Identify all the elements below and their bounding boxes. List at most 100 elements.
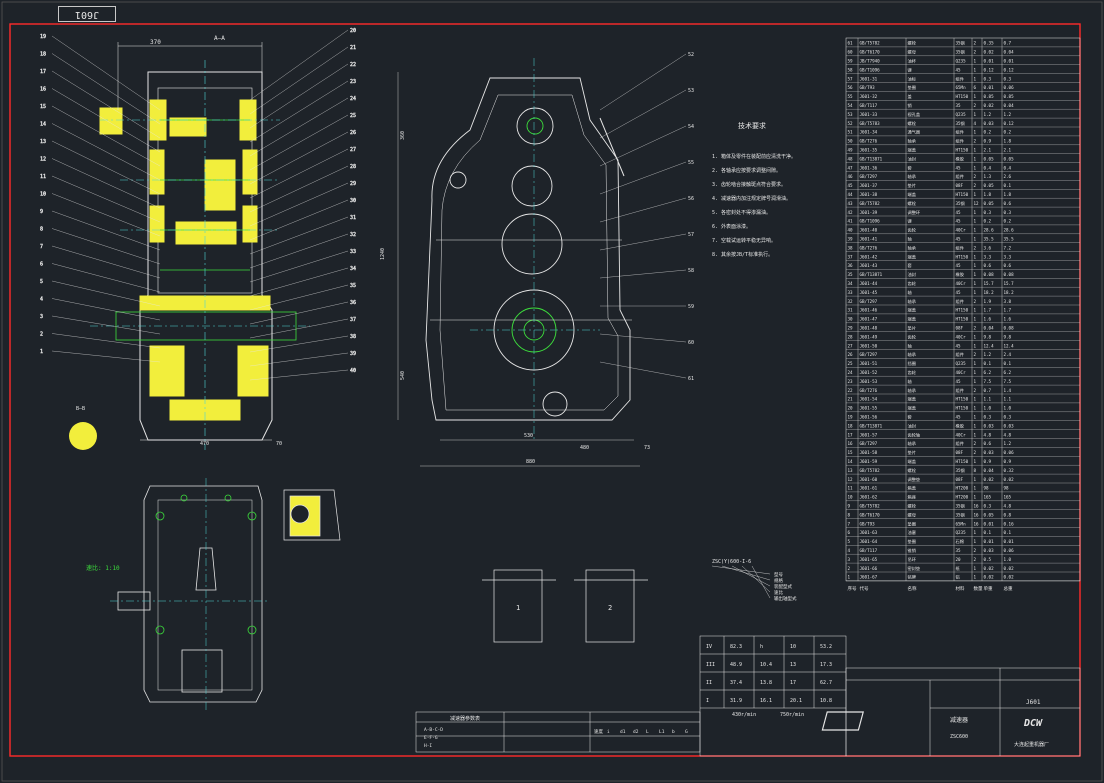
bom-cell: J601-60 <box>860 477 878 482</box>
svg-text:代号: 代号 <box>860 585 869 592</box>
bom-cell: GB/T5782 <box>860 201 881 206</box>
bom-cell: 油塞 <box>908 529 917 536</box>
top-view[interactable] <box>110 478 270 712</box>
bom-cell: 1.6 <box>1004 317 1012 322</box>
bom-cell: 组件 <box>956 173 964 180</box>
bom-cell: GB/T13871 <box>860 156 883 161</box>
bom-cell: 7.5 <box>984 379 992 384</box>
bom-cell: 39 <box>848 237 854 242</box>
bom-cell: 1 <box>974 228 977 233</box>
bom-cell: HT150 <box>956 94 969 99</box>
bom-cell: 2 <box>974 174 977 179</box>
bom-cell: 0.03 <box>984 121 995 126</box>
bom-cell: 60 <box>848 50 854 55</box>
bom-cell: 3.3 <box>984 254 992 259</box>
bom-cell: 16 <box>974 504 980 509</box>
bom-cell: 0.02 <box>1004 477 1015 482</box>
section-view-aa[interactable]: 370 A—A 470 70 1918171615141312111098765… <box>40 28 356 450</box>
installation-diagram[interactable] <box>482 569 648 643</box>
bom-cell: 17 <box>848 432 854 437</box>
bom-cell: 7.2 <box>1004 245 1012 250</box>
stage-label: IV <box>706 644 712 650</box>
bom-cell: GB/T6170 <box>860 50 881 55</box>
bom-cell: 33 <box>848 290 854 295</box>
detail-view[interactable] <box>283 489 341 541</box>
bom-cell: 轴承 <box>908 387 917 394</box>
bom-cell: 1 <box>974 566 977 571</box>
bom-cell: 22 <box>848 388 854 393</box>
bom-cell: GB/T297 <box>860 441 878 446</box>
bom-cell: 20 <box>956 557 962 562</box>
bom-cell: 38 <box>848 245 854 250</box>
bom-cell: 2 <box>974 548 977 553</box>
bom-cell: GB/T93 <box>860 85 876 90</box>
bom-cell: 51 <box>848 130 854 135</box>
